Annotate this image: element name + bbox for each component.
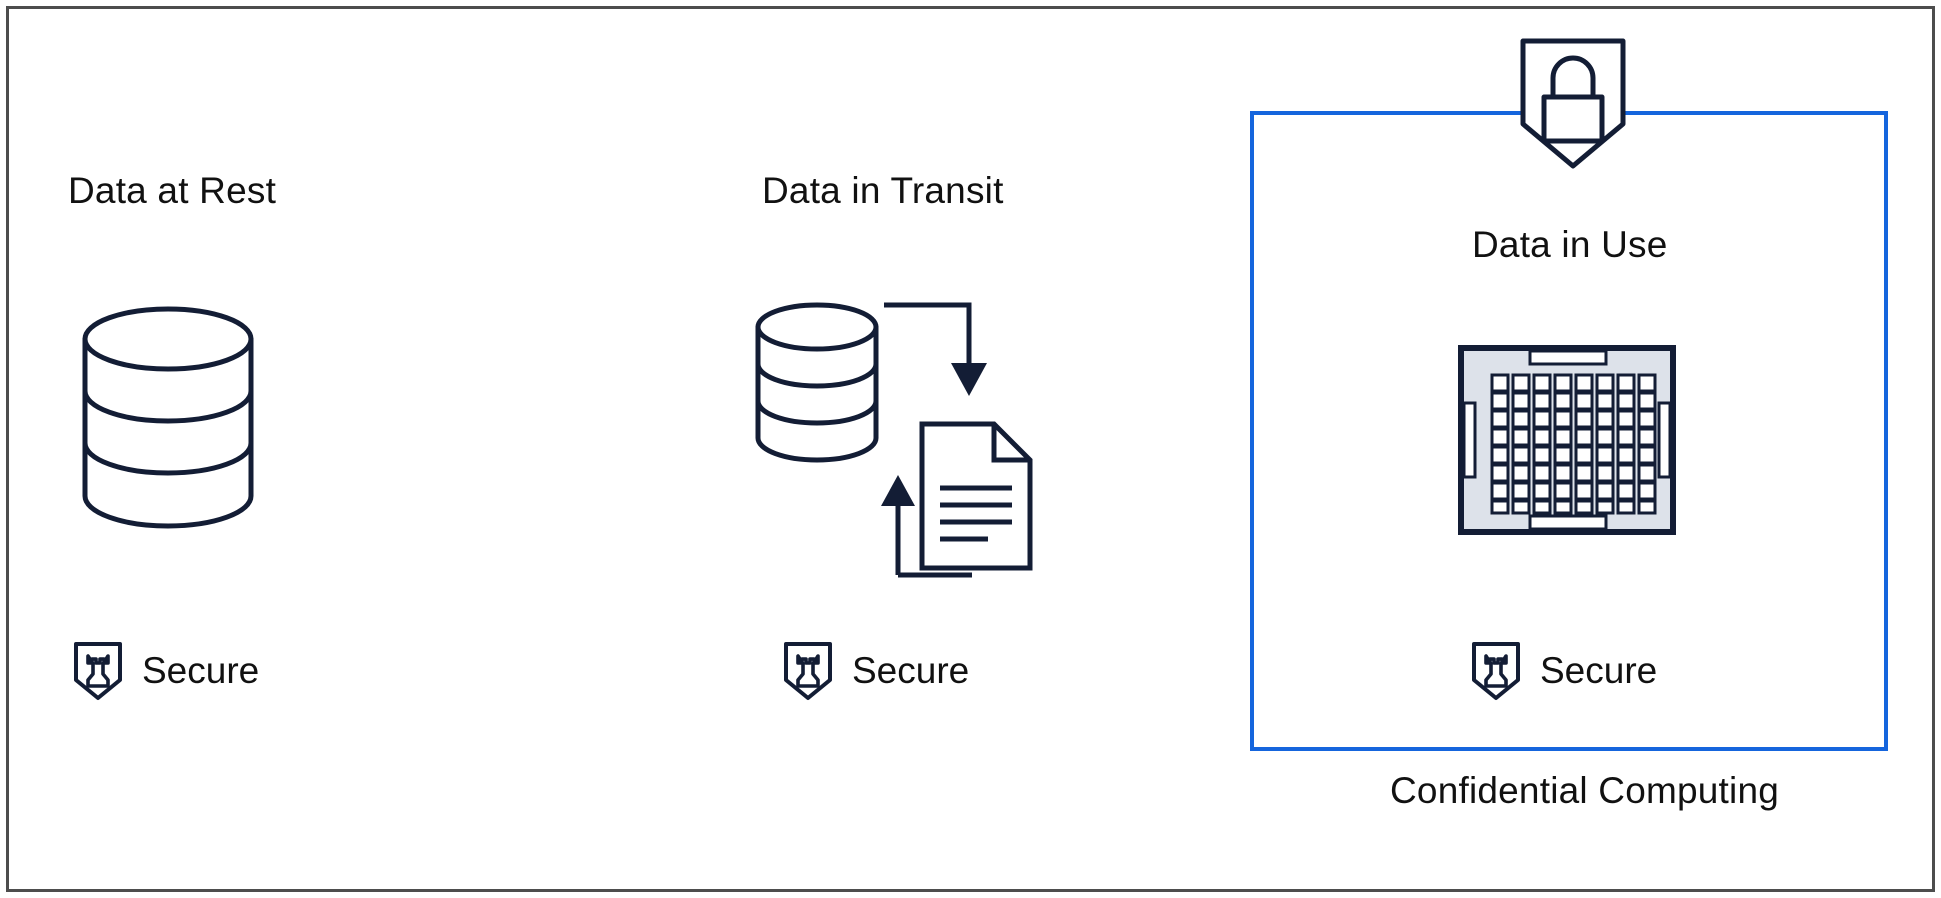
secure-label: Secure — [1540, 650, 1658, 691]
secure-label: Secure — [852, 650, 970, 691]
shield-rook-icon — [784, 642, 832, 700]
secure-label: Secure — [142, 650, 260, 691]
shield-rook-icon — [74, 642, 122, 700]
shield-lock-icon — [1520, 38, 1626, 169]
secure-badge-data-at-rest: Secure — [72, 640, 259, 702]
shield-rook-icon — [1472, 642, 1520, 700]
secure-badge-data-in-use: Secure — [1470, 640, 1657, 702]
confidential-computing-label: Confidential Computing — [1390, 770, 1780, 811]
panel-title-data-in-transit: Data in Transit — [762, 170, 1004, 211]
secure-badge-data-in-transit: Secure — [782, 640, 969, 702]
cpu-chip-icon — [1458, 345, 1676, 535]
database-cylinder-icon — [755, 302, 879, 463]
transit-arrows-group — [881, 302, 987, 578]
document-icon — [919, 421, 1033, 571]
arrow-up-icon — [881, 475, 915, 506]
panel-title-data-in-use: Data in Use — [1472, 224, 1668, 265]
panel-title-data-at-rest: Data at Rest — [68, 170, 277, 211]
database-cylinder-icon — [82, 306, 254, 529]
arrow-down-icon — [951, 363, 987, 396]
